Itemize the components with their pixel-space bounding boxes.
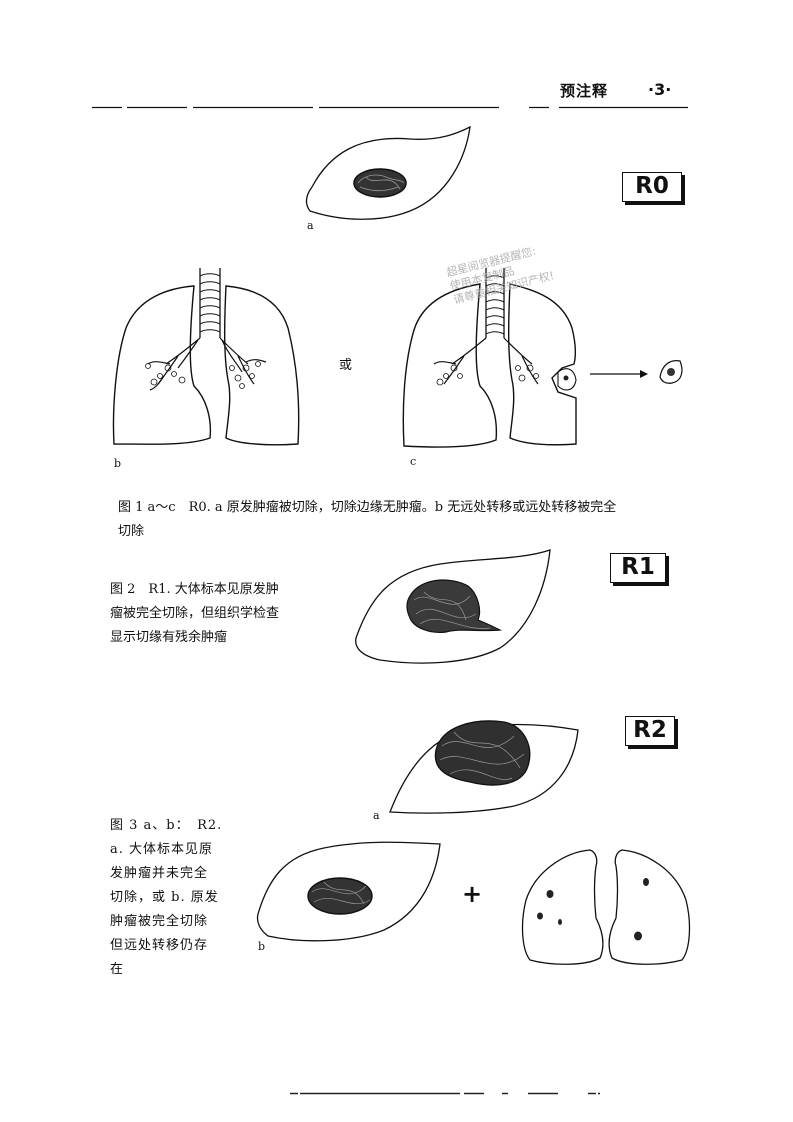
lungs-c-illustration	[402, 268, 577, 448]
fig1-label-a: a	[307, 219, 314, 232]
fig1-label-b: b	[114, 457, 122, 470]
specimen-r2b-illustration	[256, 841, 441, 942]
resection-arrow	[590, 370, 648, 378]
specimen-r0-illustration	[305, 125, 471, 220]
page-number: ·3·	[648, 80, 672, 99]
figure2-caption-line: 显示切缘有残余肿瘤	[110, 630, 228, 645]
figure3-caption-line: 图 3 a、b： R2.	[110, 818, 223, 833]
figure3-caption-line: 发肿瘤并未完全	[110, 866, 209, 881]
figure3-caption-line: 但远处转移仍存	[110, 938, 209, 953]
r2-badge: R2	[625, 716, 675, 746]
fig3-label-b: b	[258, 940, 266, 953]
plus-sign: +	[462, 880, 483, 908]
figure3-caption: 图 3 a、b： R2. a. 大体标本见原 发肿瘤并未完全 切除，或 b. 原…	[110, 814, 240, 982]
specimen-r1-illustration	[355, 549, 551, 664]
specimen-r2a-illustration	[389, 720, 579, 814]
header-rule	[92, 106, 688, 109]
footer-rule	[290, 1092, 600, 1095]
figure3-caption-line: 在	[110, 962, 125, 977]
figure2-caption-line: 图 2 R1. 大体标本见原发肿	[110, 582, 279, 597]
or-text: 或	[339, 358, 353, 373]
fig1-label-c: c	[410, 455, 417, 468]
resected-nodule	[659, 360, 683, 384]
figure1-caption-line: 图 1 a～c R0. a 原发肿瘤被切除，切除边缘无肿瘤。b 无远处转移或远处…	[118, 500, 617, 515]
figure2-caption-line: 瘤被完全切除，但组织学检查	[110, 606, 280, 621]
figure3-caption-line: a. 大体标本见原	[110, 842, 214, 857]
fig3-label-a: a	[373, 809, 380, 822]
figure2-caption: 图 2 R1. 大体标本见原发肿 瘤被完全切除，但组织学检查 显示切缘有残余肿瘤	[110, 578, 310, 650]
lungs-metastases-illustration	[521, 849, 691, 965]
lungs-b-illustration	[112, 268, 300, 446]
figure1-caption: 图 1 a～c R0. a 原发肿瘤被切除，切除边缘无肿瘤。b 无远处转移或远处…	[118, 496, 698, 544]
figure3-caption-line: 肿瘤被完全切除	[110, 914, 209, 929]
running-header-title: 预注释	[560, 82, 609, 100]
figure3-caption-line: 切除，或 b. 原发	[110, 890, 219, 905]
figure1-caption-line: 切除	[118, 524, 145, 539]
r1-badge: R1	[610, 553, 666, 583]
r0-badge: R0	[622, 172, 682, 202]
